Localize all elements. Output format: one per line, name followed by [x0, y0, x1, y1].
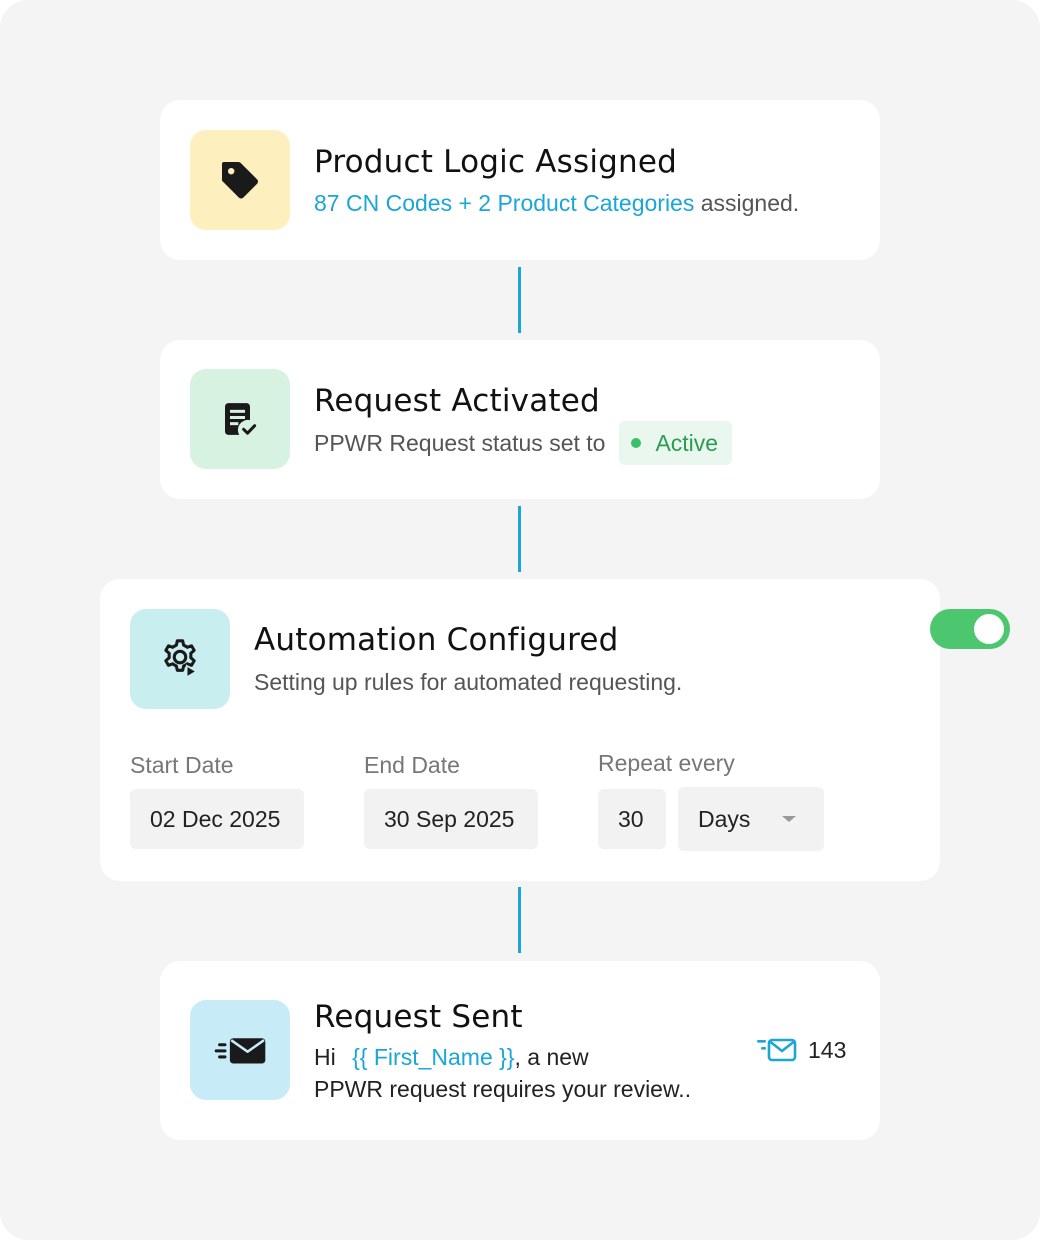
toggle-knob [974, 614, 1004, 644]
greeting-text: Hi [314, 1044, 336, 1070]
start-date-input[interactable]: 02 Dec 2025 [130, 789, 304, 849]
connector-line [518, 887, 521, 953]
sent-mail-icon [755, 1037, 797, 1063]
request-status-text: PPWR Request status set to [314, 429, 606, 456]
chevron-down-icon [782, 816, 796, 822]
status-badge: Active [619, 421, 733, 465]
document-check-icon [190, 369, 290, 469]
repeat-unit-value: Days [698, 805, 751, 832]
request-sent-card: Request Sent Hi {{ First_Name }}, a new … [160, 961, 880, 1140]
gear-play-icon [130, 609, 230, 709]
connector-line [518, 267, 521, 333]
end-date-label: End Date [364, 752, 460, 778]
request-activated-title: Request Activated [314, 383, 600, 419]
connector-line [518, 506, 521, 572]
request-status-line: PPWR Request status set to Active [314, 421, 733, 465]
request-activated-card: Request Activated PPWR Request status se… [160, 340, 880, 499]
product-logic-description: 87 CN Codes + 2 Product Categories assig… [314, 190, 799, 217]
repeat-unit-select[interactable]: Days [678, 787, 824, 851]
email-preview-line1: Hi {{ First_Name }}, a new [314, 1044, 589, 1071]
status-badge-label: Active [655, 429, 719, 456]
request-sent-title: Request Sent [314, 999, 523, 1035]
product-logic-card: Product Logic Assigned 87 CN Codes + 2 P… [160, 100, 880, 260]
product-logic-title: Product Logic Assigned [314, 144, 678, 180]
start-date-label: Start Date [130, 752, 234, 778]
email-preview-suffix: , a new [514, 1044, 589, 1070]
email-preview-line2: PPWR request requires your review.. [314, 1076, 692, 1102]
repeat-every-label: Repeat every [598, 750, 735, 776]
repeat-interval-input[interactable]: 30 [598, 789, 666, 849]
fast-mail-icon [190, 1000, 290, 1100]
status-dot-icon [631, 438, 642, 448]
automation-toggle[interactable] [930, 609, 1010, 649]
assigned-suffix: assigned. [694, 190, 800, 216]
automation-subtitle: Setting up rules for automated requestin… [254, 669, 683, 695]
automation-title: Automation Configured [254, 622, 619, 658]
sent-count: 143 [808, 1037, 847, 1063]
automation-card: Automation Configured Setting up rules f… [100, 579, 1010, 881]
assigned-codes-link[interactable]: 87 CN Codes + 2 Product Categories [314, 190, 695, 216]
end-date-input[interactable]: 30 Sep 2025 [364, 789, 538, 849]
first-name-placeholder: {{ First_Name }} [352, 1044, 515, 1070]
tag-icon [190, 130, 290, 230]
